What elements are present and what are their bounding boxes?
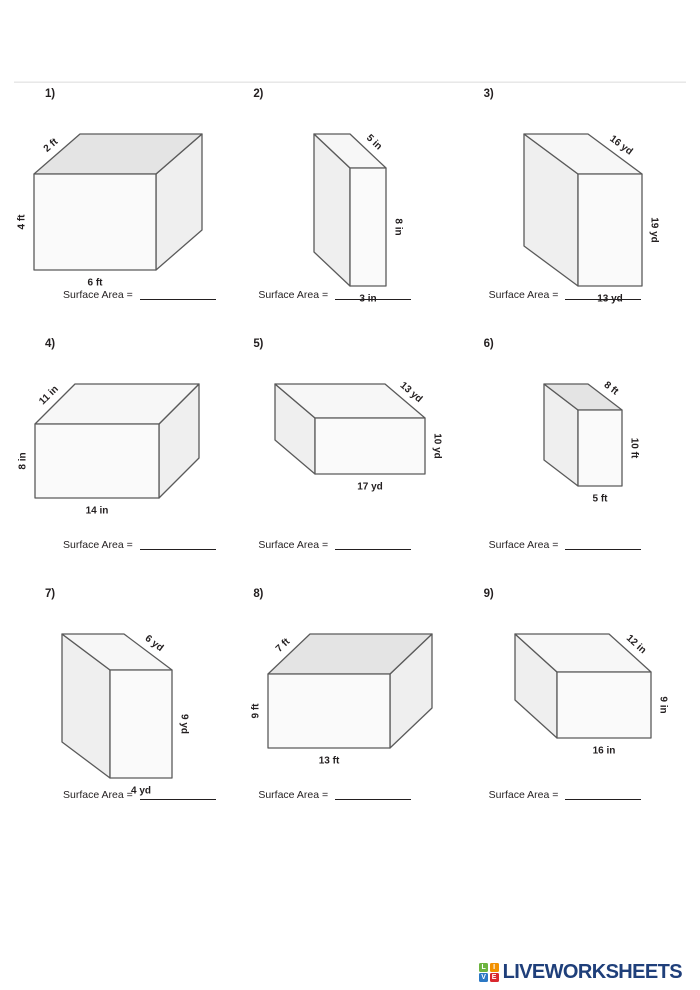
header-divider	[14, 81, 686, 83]
dimension-width: 17 yd	[357, 482, 383, 493]
dimension-width: 14 in	[85, 506, 108, 517]
dimension-depth: 8 ft	[602, 380, 621, 398]
dimension-height: 9 yd	[178, 714, 189, 734]
answer-blank[interactable]	[335, 538, 412, 550]
surface-area-label: Surface Area =	[63, 288, 133, 301]
problem-number: 9)	[483, 588, 494, 600]
problem-number: 8)	[253, 588, 264, 600]
answer-blank[interactable]	[565, 788, 642, 800]
answer-row: Surface Area =	[489, 788, 642, 800]
answer-blank[interactable]	[335, 788, 412, 800]
surface-area-label: Surface Area =	[63, 788, 133, 801]
brand-name: LIVEWORKSHEETS	[502, 961, 683, 983]
answer-blank[interactable]	[139, 538, 216, 550]
dimension-height: 10 yd	[431, 433, 442, 459]
answer-row: Surface Area =	[258, 288, 412, 301]
problem-number: 7)	[45, 588, 55, 600]
dimension-height: 9 in	[658, 696, 669, 713]
prism-figure: 5 ft 8 ft 10 ft	[467, 350, 700, 510]
dimension-width: 16 in	[593, 746, 616, 757]
surface-area-label: Surface Area =	[488, 288, 559, 301]
surface-area-label: Surface Area =	[488, 788, 559, 801]
problem-number: 2)	[253, 88, 264, 100]
logo-cell-i: I	[489, 962, 499, 972]
answer-row: Surface Area =	[63, 288, 216, 300]
dimension-width: 13 ft	[319, 756, 340, 767]
dimension-height: 8 in	[17, 452, 28, 469]
dimension-width: 4 yd	[131, 786, 151, 797]
dimension-depth: 7 ft	[274, 636, 293, 655]
dimension-height: 10 ft	[629, 438, 640, 459]
prism-figure: 6 ft 2 ft 4 ft	[0, 100, 233, 289]
answer-row: Surface Area =	[63, 538, 216, 550]
problem-6: 6) 5 ft 8 ft 10 ft Surface Area =	[467, 336, 700, 586]
answer-row: Surface Area =	[489, 288, 642, 300]
problem-number: 6)	[483, 338, 494, 350]
surface-area-label: Surface Area =	[258, 538, 329, 551]
dimension-height: 8 in	[392, 218, 403, 235]
surface-area-label: Surface Area =	[258, 288, 329, 301]
prism-figure: 13 ft 7 ft 9 ft	[233, 600, 466, 767]
dimension-height: 4 ft	[17, 214, 28, 230]
logo-cell-e: E	[489, 973, 499, 983]
surface-area-label: Surface Area =	[63, 538, 133, 551]
problem-number: 5)	[253, 338, 264, 350]
dimension-width: 5 ft	[593, 494, 609, 505]
answer-row: Surface Area =	[258, 788, 412, 801]
dimension-depth: 2 ft	[42, 136, 61, 155]
dimension-height: 9 ft	[251, 703, 262, 719]
answer-blank[interactable]	[139, 788, 216, 800]
answer-row: Surface Area =	[63, 788, 216, 800]
surface-area-label: Surface Area =	[488, 538, 559, 551]
problem-1: 1) 6 ft 2 ft 4 ft Surface Area =	[0, 86, 233, 336]
problem-number: 4)	[45, 338, 55, 350]
answer-blank[interactable]	[565, 538, 642, 550]
problem-number: 1)	[45, 88, 55, 100]
problem-8: 8) 13 ft 7 ft 9 ft Surface Area =	[233, 586, 466, 836]
answer-blank[interactable]	[335, 288, 412, 300]
dimension-width: 6 ft	[88, 278, 104, 289]
answer-blank[interactable]	[565, 288, 642, 300]
problem-number: 3)	[483, 88, 494, 100]
logo-cell-v: V	[479, 973, 489, 983]
logo-cell-l: L	[479, 962, 489, 972]
answer-blank[interactable]	[139, 288, 216, 300]
surface-area-label: Surface Area =	[258, 788, 329, 801]
answer-row: Surface Area =	[258, 538, 412, 551]
dimension-height: 19 yd	[649, 217, 660, 243]
answer-row: Surface Area =	[489, 538, 642, 550]
